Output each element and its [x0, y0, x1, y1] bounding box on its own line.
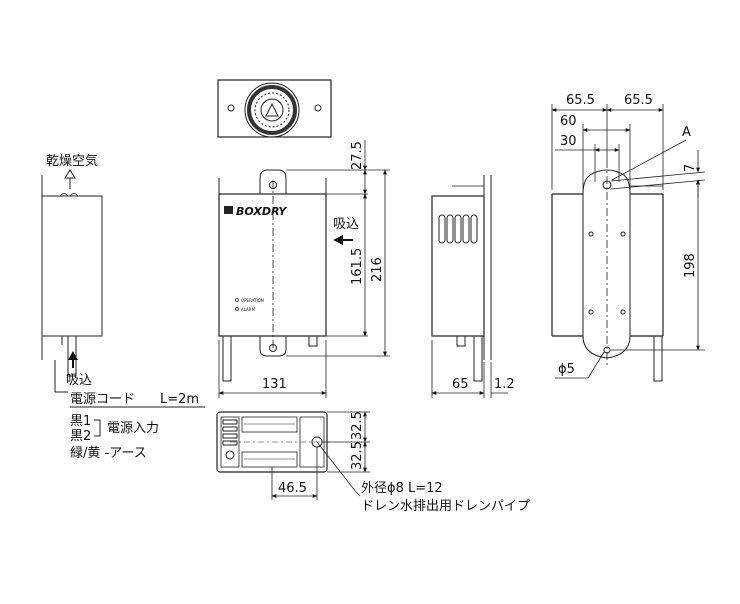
- intake-left-label: 吸込: [66, 373, 92, 388]
- alarm-led: [235, 307, 239, 311]
- bottom-hanger-tab: [259, 336, 287, 357]
- brand-logo-mark: [224, 206, 233, 214]
- black2-label: 黒2: [70, 429, 91, 444]
- drain-pipe-label: ドレン水排出用ドレンパイプ: [361, 499, 530, 514]
- dim-hole-off: 7: [683, 164, 698, 172]
- rear-view: [551, 160, 664, 382]
- side-dimensions: [431, 340, 508, 398]
- operation-label: OPERATION: [241, 298, 264, 303]
- power-cord-stub: [67, 335, 77, 377]
- mounting-bracket: [582, 169, 631, 359]
- dim-slot-30: 30: [560, 134, 577, 149]
- drain-pipe-front: [308, 335, 318, 347]
- alarm-label: ALARM: [241, 307, 256, 312]
- unit-body-front: [218, 193, 327, 337]
- fan-grill: [247, 85, 297, 135]
- screw-hole-left: [227, 104, 235, 112]
- power-cord-front: [222, 335, 232, 382]
- dim-bottom-46: 46.5: [278, 481, 307, 496]
- drain-od-label: 外径ϕ8 L=12: [361, 481, 443, 496]
- bracket-mark: [94, 419, 101, 437]
- black1-label: 黒1: [70, 414, 91, 429]
- power-cord-label: 電源コード: [70, 392, 135, 407]
- unit-body-left: [41, 195, 103, 337]
- bottom-view: [216, 411, 330, 473]
- dim-bottom-32a: 32.5: [350, 411, 365, 440]
- screw-hole-right: [314, 104, 322, 112]
- intake-arrow-left: [68, 351, 78, 368]
- operation-led: [235, 298, 239, 302]
- left-side-view: [41, 175, 103, 393]
- dim-depth: 65: [452, 377, 469, 392]
- top-hanger-tab: [259, 169, 287, 194]
- intake-arrow-front: [333, 235, 353, 245]
- dim-slot-60: 60: [560, 114, 577, 129]
- cord-length-label: L=2m: [160, 392, 199, 407]
- unit-body-side: [431, 195, 485, 337]
- ground-label: 緑/黄 -アース: [70, 446, 147, 461]
- front-dimensions: [218, 140, 390, 398]
- dry-air-arrow: [64, 169, 76, 189]
- dim-total-h: 216: [370, 257, 385, 282]
- dim-bottom-32b: 32.5: [350, 441, 365, 470]
- dim-body-h: 161.5: [350, 248, 365, 285]
- fan-outer-ring: [244, 82, 300, 138]
- power-input-label: 電源入力: [107, 421, 159, 436]
- dim-width: 131: [262, 377, 287, 392]
- point-a-label: A: [682, 125, 691, 140]
- rear-dimensions: [551, 104, 706, 379]
- right-side-view: [431, 175, 492, 382]
- bottom-dimensions: [271, 411, 370, 500]
- dim-hole-span: 198: [683, 253, 698, 278]
- dim-bracket-t: 1.2: [494, 377, 515, 392]
- top-view: [217, 79, 332, 138]
- dim-half-w-left: 65.5: [566, 93, 595, 108]
- front-view: [218, 169, 327, 382]
- dim-half-w-right: 65.5: [624, 93, 653, 108]
- intake-front-label: 吸込: [333, 217, 359, 232]
- dry-air-label: 乾燥空気: [46, 153, 98, 169]
- warning-triangle-icon: [265, 102, 279, 117]
- dim-top-ext: 27.5: [350, 141, 365, 170]
- brand-label: BOXDRY: [236, 205, 287, 218]
- hole-dia-label: ϕ5: [558, 362, 575, 377]
